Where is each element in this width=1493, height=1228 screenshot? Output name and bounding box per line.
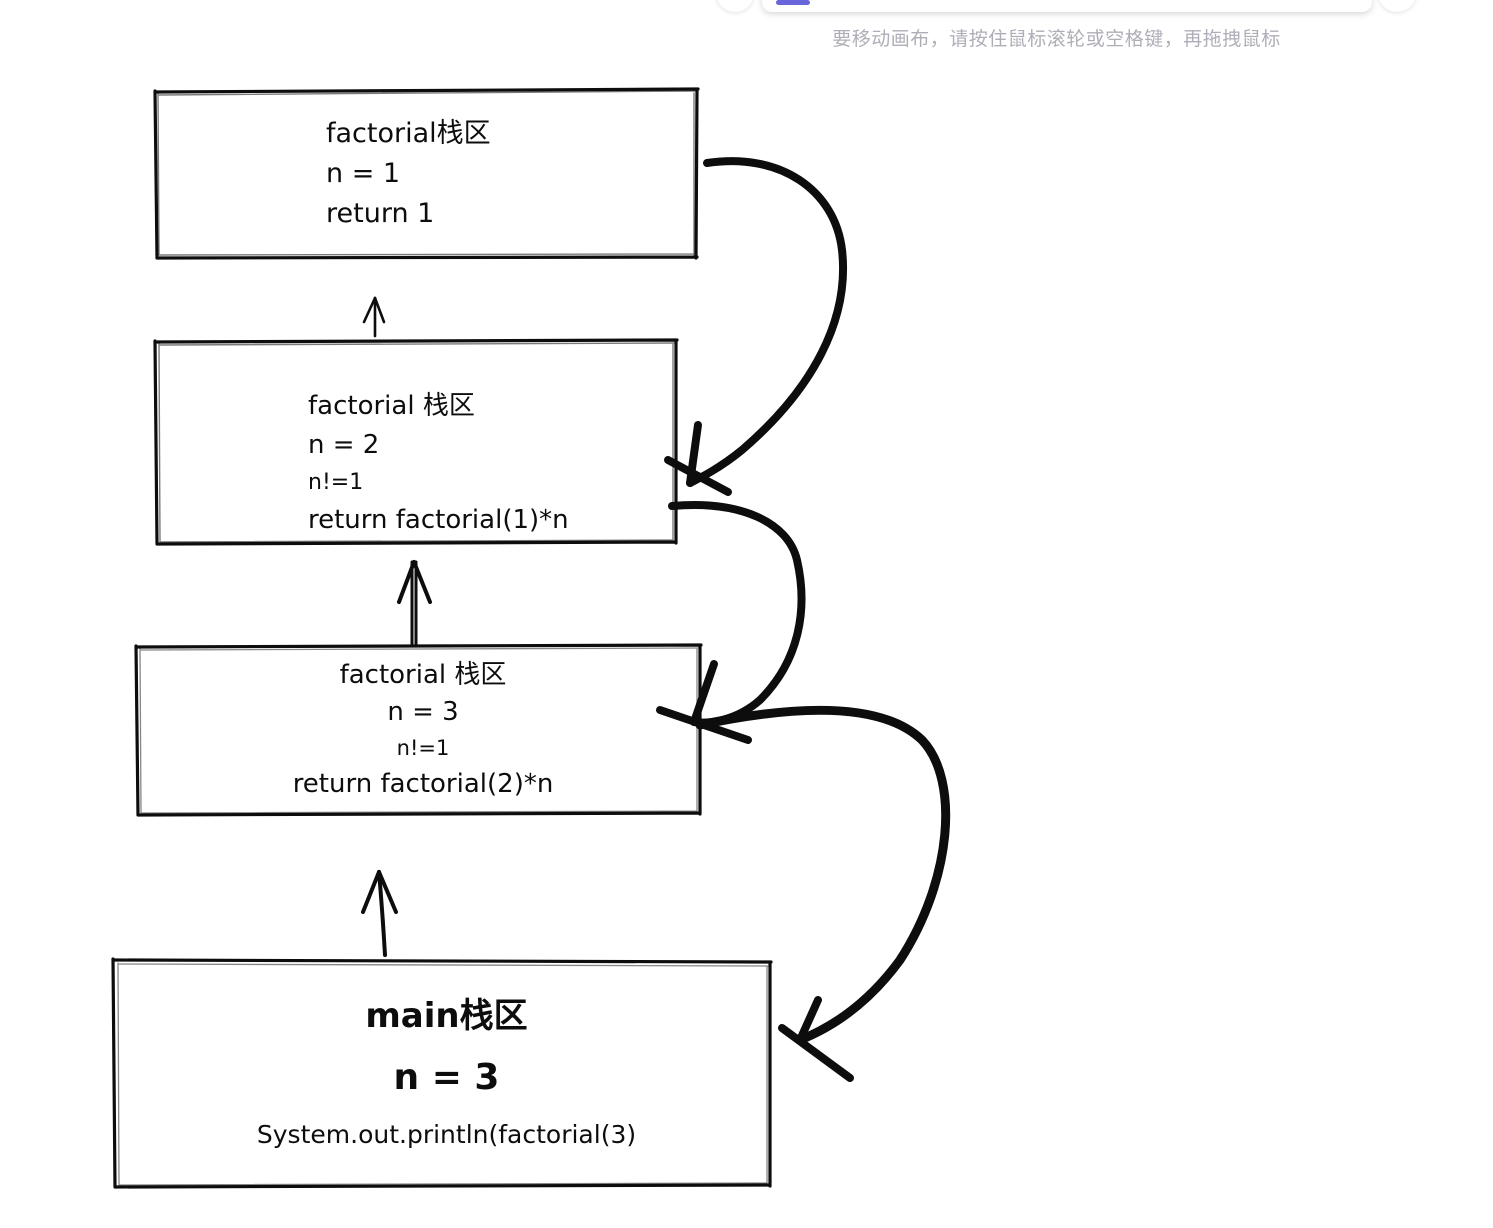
stack-frame-main-text: main栈区 n = 3 System.out.println(factoria…: [111, 957, 772, 1188]
toolbar-panel[interactable]: [762, 0, 1372, 12]
frame-line: n = 2: [308, 430, 380, 460]
arrow-call-factorial3-to-factorial2: [397, 560, 432, 647]
stack-frame-factorial-2[interactable]: factorial 栈区 n = 2 n!=1 return factorial…: [153, 338, 679, 546]
stack-frame-factorial-3[interactable]: factorial 栈区 n = 3 n!=1 return factorial…: [134, 643, 703, 817]
frame-line: main栈区: [365, 995, 528, 1036]
frame-line: return factorial(2)*n: [292, 768, 554, 799]
frame-line: factorial 栈区: [339, 659, 507, 690]
frame-line: n = 3: [387, 696, 459, 727]
toolbar-right-round-button[interactable]: [1378, 0, 1416, 12]
frame-line: n!=1: [396, 735, 450, 760]
stack-frame-factorial-1-text: factorial栈区 n = 1 return 1: [153, 88, 699, 260]
arrow-call-main-to-factorial3: [361, 870, 398, 957]
stack-frame-factorial-3-text: factorial 栈区 n = 3 n!=1 return factorial…: [134, 643, 702, 816]
stack-frame-factorial-2-text: factorial 栈区 n = 2 n!=1 return factorial…: [153, 338, 678, 546]
frame-line: return factorial(1)*n: [308, 505, 569, 535]
frame-line: System.out.println(factorial(3): [256, 1119, 637, 1149]
toolbar-left-round-button[interactable]: [716, 0, 754, 12]
arrow-call-factorial2-to-factorial1: [362, 296, 386, 338]
frame-line: factorial栈区: [326, 118, 491, 149]
frame-line: n!=1: [308, 470, 364, 495]
frame-line: n = 1: [326, 158, 401, 189]
frame-line: factorial 栈区: [308, 391, 475, 421]
frame-line: return 1: [326, 198, 435, 229]
frame-line: n = 3: [393, 1056, 500, 1098]
stack-frame-main[interactable]: main栈区 n = 3 System.out.println(factoria…: [111, 957, 773, 1189]
toolbar-active-tool-indicator: [776, 0, 810, 5]
stack-frame-factorial-1[interactable]: factorial栈区 n = 1 return 1: [153, 87, 700, 260]
canvas-pan-hint: 要移动画布，请按住鼠标滚轮或空格键，再拖拽鼠标: [832, 29, 1281, 50]
